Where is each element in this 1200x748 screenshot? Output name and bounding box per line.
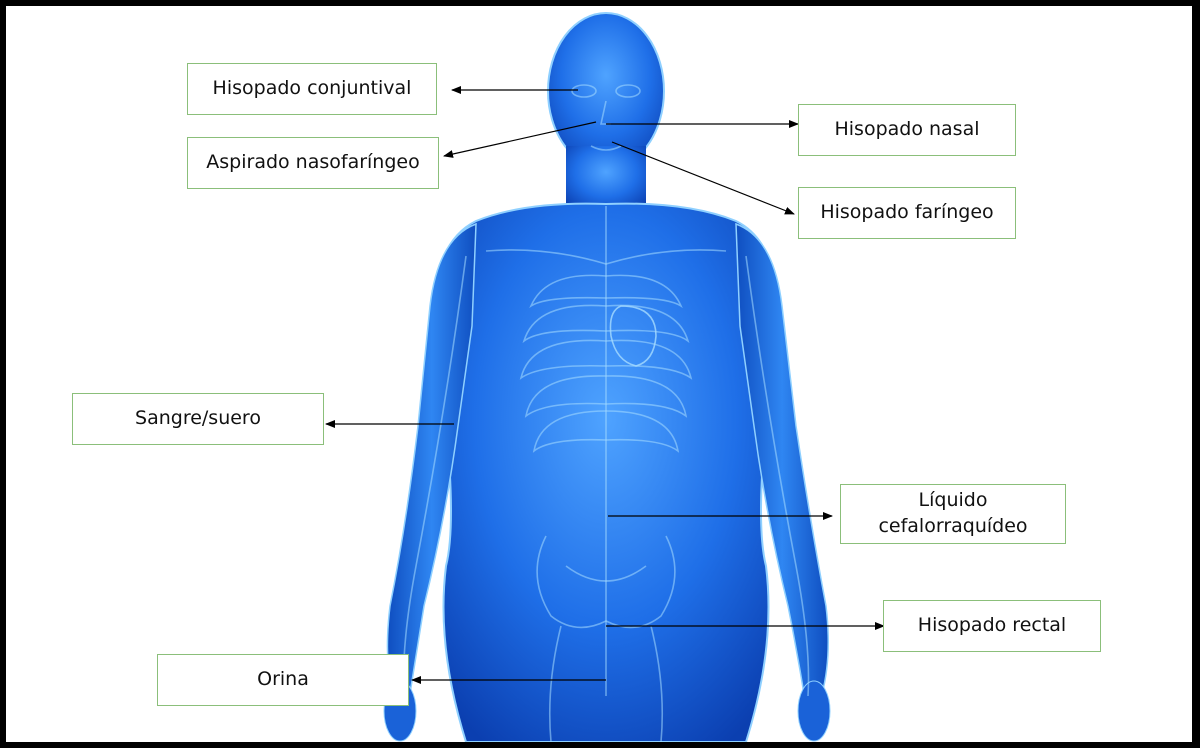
label-rectal-text: Hisopado rectal — [918, 613, 1066, 639]
label-nasal-text: Hisopado nasal — [834, 117, 979, 143]
label-urine: Orina — [157, 654, 409, 706]
label-nasal-swab: Hisopado nasal — [798, 104, 1016, 156]
label-rectal-swab: Hisopado rectal — [883, 600, 1101, 652]
label-nasopharyngeal-text: Aspirado nasofaríngeo — [206, 150, 419, 176]
label-csf-line1: Líquido — [919, 488, 988, 514]
label-blood-text: Sangre/suero — [135, 406, 261, 432]
label-urine-text: Orina — [257, 667, 309, 693]
label-conjunctival-text: Hisopado conjuntival — [213, 76, 412, 102]
label-nasopharyngeal-aspirate: Aspirado nasofaríngeo — [187, 137, 439, 189]
label-pharyngeal-swab: Hisopado faríngeo — [798, 187, 1016, 239]
label-blood-serum: Sangre/suero — [72, 393, 324, 445]
diagram-panel: Hisopado conjuntival Aspirado nasofaríng… — [6, 6, 1192, 742]
label-cerebrospinal-fluid: Líquido cefalorraquídeo — [840, 484, 1066, 544]
label-conjunctival-swab: Hisopado conjuntival — [187, 63, 437, 115]
label-pharyngeal-text: Hisopado faríngeo — [820, 200, 993, 226]
label-csf-line2: cefalorraquídeo — [878, 514, 1027, 540]
